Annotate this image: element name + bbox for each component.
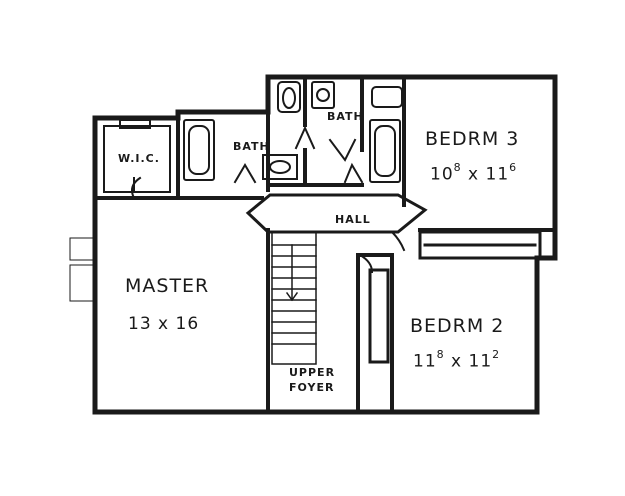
foyer-label-line1: UPPER: [289, 366, 336, 379]
bath-left-label: BATH: [233, 140, 270, 153]
master-name: MASTER: [125, 275, 210, 297]
left-bath-fixtures: [183, 119, 298, 181]
foyer-label-line2: FOYER: [289, 381, 335, 394]
windows: [69, 237, 96, 302]
bedrm3-name: BEDRM 3: [425, 128, 520, 150]
stairs: [271, 231, 317, 365]
right-bath-fixtures: [277, 81, 403, 183]
wic-label: W.I.C.: [118, 152, 160, 165]
doors: [131, 125, 406, 274]
bedrm3-closet: [418, 230, 542, 260]
bath-right-label: BATH: [327, 110, 364, 123]
hall-label: HALL: [335, 213, 371, 226]
bedrm2-dimensions: 118 x 112: [413, 348, 501, 372]
bedrm2-name: BEDRM 2: [410, 315, 505, 337]
master-dimensions: 13 x 16: [128, 314, 200, 334]
bedrm3-dimensions: 108 x 116: [430, 161, 518, 185]
interior-walls: [93, 75, 557, 414]
hall-outline: [245, 193, 428, 234]
master-closet-shelf: [368, 268, 390, 364]
